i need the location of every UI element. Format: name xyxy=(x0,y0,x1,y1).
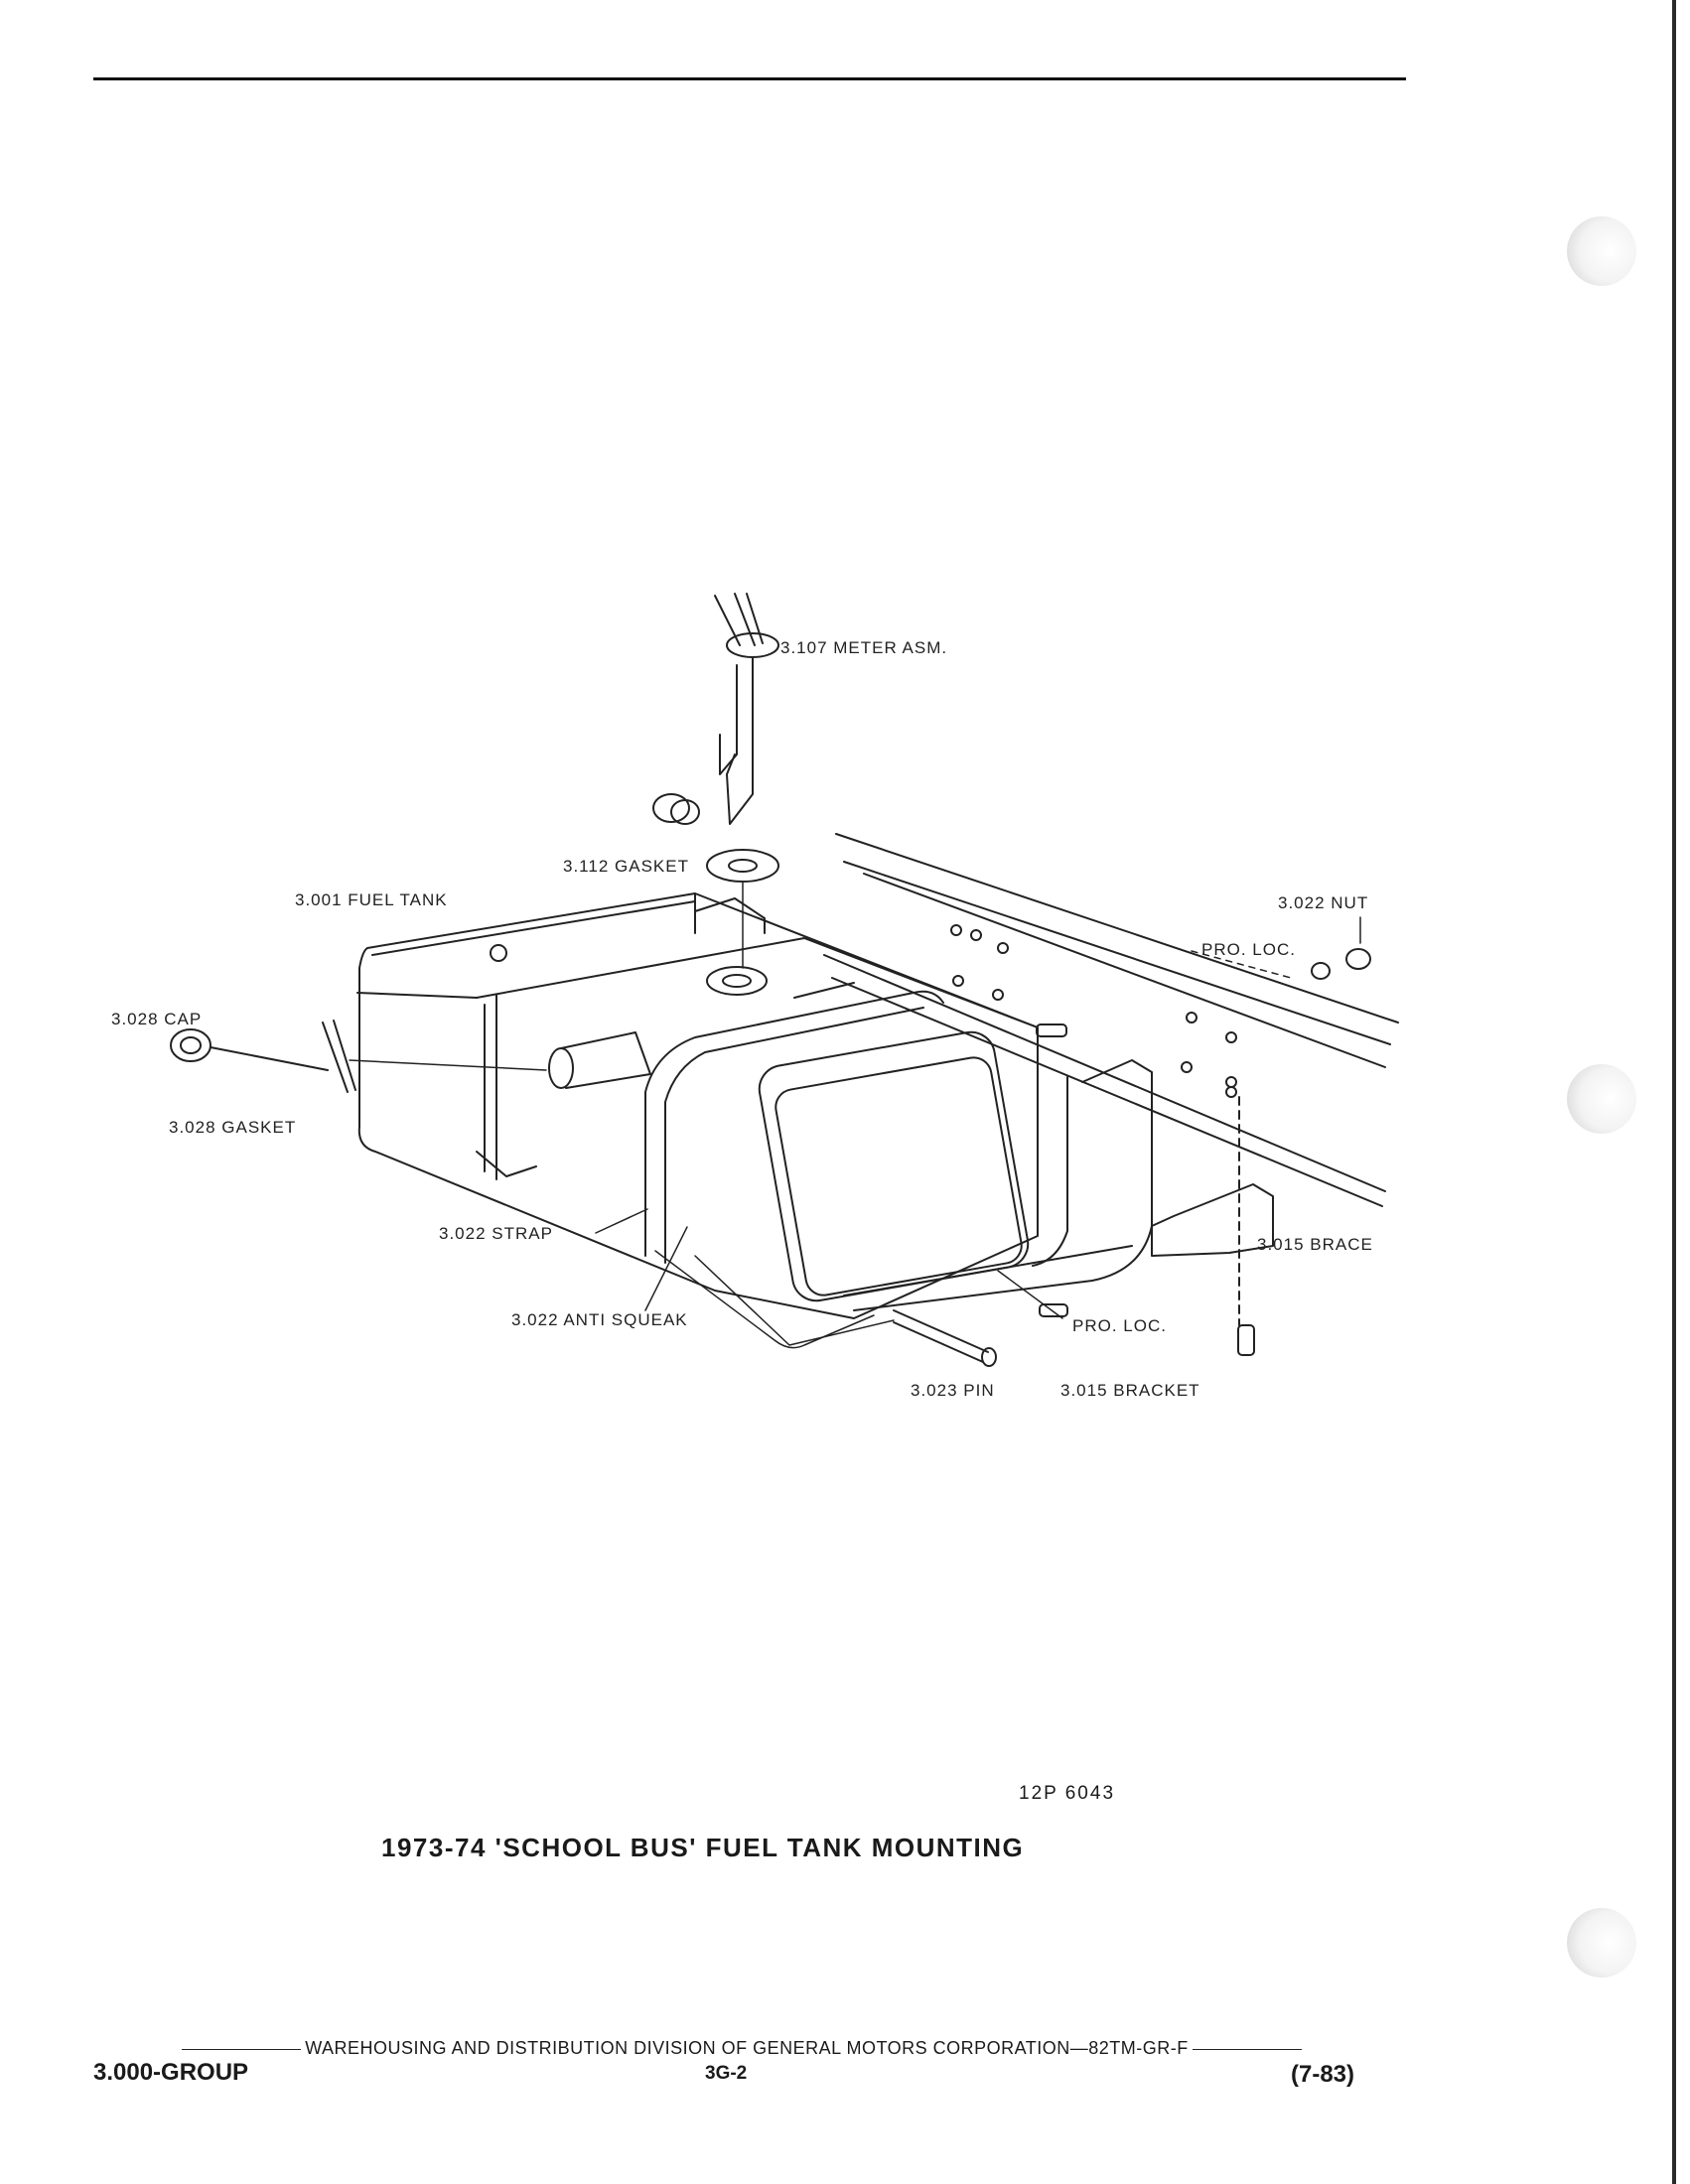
frame-rail xyxy=(823,833,1399,1207)
binder-hole-bottom xyxy=(1567,1908,1636,1978)
callout-strap: 3.022 STRAP xyxy=(439,1224,553,1243)
callout-bracket: 3.015 BRACKET xyxy=(1060,1381,1200,1400)
callout-anti-squeak: 3.022 ANTI SQUEAK xyxy=(511,1310,688,1329)
meter-assembly xyxy=(652,593,779,825)
callout-gasket-028: 3.028 GASKET xyxy=(169,1118,296,1137)
callout-labels: 3.107 METER ASM. 3.112 GASKET 3.001 FUEL… xyxy=(111,638,1373,1400)
footer-date: (7-83) xyxy=(1291,2061,1355,2088)
callout-nut: 3.022 NUT xyxy=(1278,893,1368,912)
callout-brace: 3.015 BRACE xyxy=(1257,1235,1373,1254)
footer-publisher: WAREHOUSING AND DISTRIBUTION DIVISION OF… xyxy=(93,2038,1390,2059)
callout-meter-asm: 3.107 METER ASM. xyxy=(780,638,947,657)
callout-cap: 3.028 CAP xyxy=(111,1010,202,1028)
figure-caption: 1973-74 'SCHOOL BUS' FUEL TANK MOUNTING xyxy=(381,1833,1025,1862)
callout-pro-loc-upper: PRO. LOC. xyxy=(1201,940,1296,959)
figure-id: 12P 6043 xyxy=(1019,1783,1116,1804)
callout-gasket-112: 3.112 GASKET xyxy=(563,857,689,876)
callout-pin: 3.023 PIN xyxy=(911,1381,995,1400)
cap-assembly xyxy=(170,1020,356,1093)
callout-pro-loc-lower: PRO. LOC. xyxy=(1072,1316,1167,1335)
leader-lines xyxy=(349,881,1361,1349)
callout-fuel-tank: 3.001 FUEL TANK xyxy=(295,890,448,909)
mounting-hardware xyxy=(893,924,1371,1367)
page-edge xyxy=(1672,0,1676,2184)
footer-page-number: 3G-2 xyxy=(705,2063,748,2084)
binder-hole-top xyxy=(1567,216,1636,286)
fuel-tank xyxy=(356,892,1153,1319)
header-rule xyxy=(93,77,1406,80)
footer-group: 3.000-GROUP xyxy=(93,2059,249,2086)
binder-hole-middle xyxy=(1567,1064,1636,1134)
publisher-text: WAREHOUSING AND DISTRIBUTION DIVISION OF… xyxy=(305,2038,1189,2058)
gasket-112 xyxy=(706,849,779,883)
